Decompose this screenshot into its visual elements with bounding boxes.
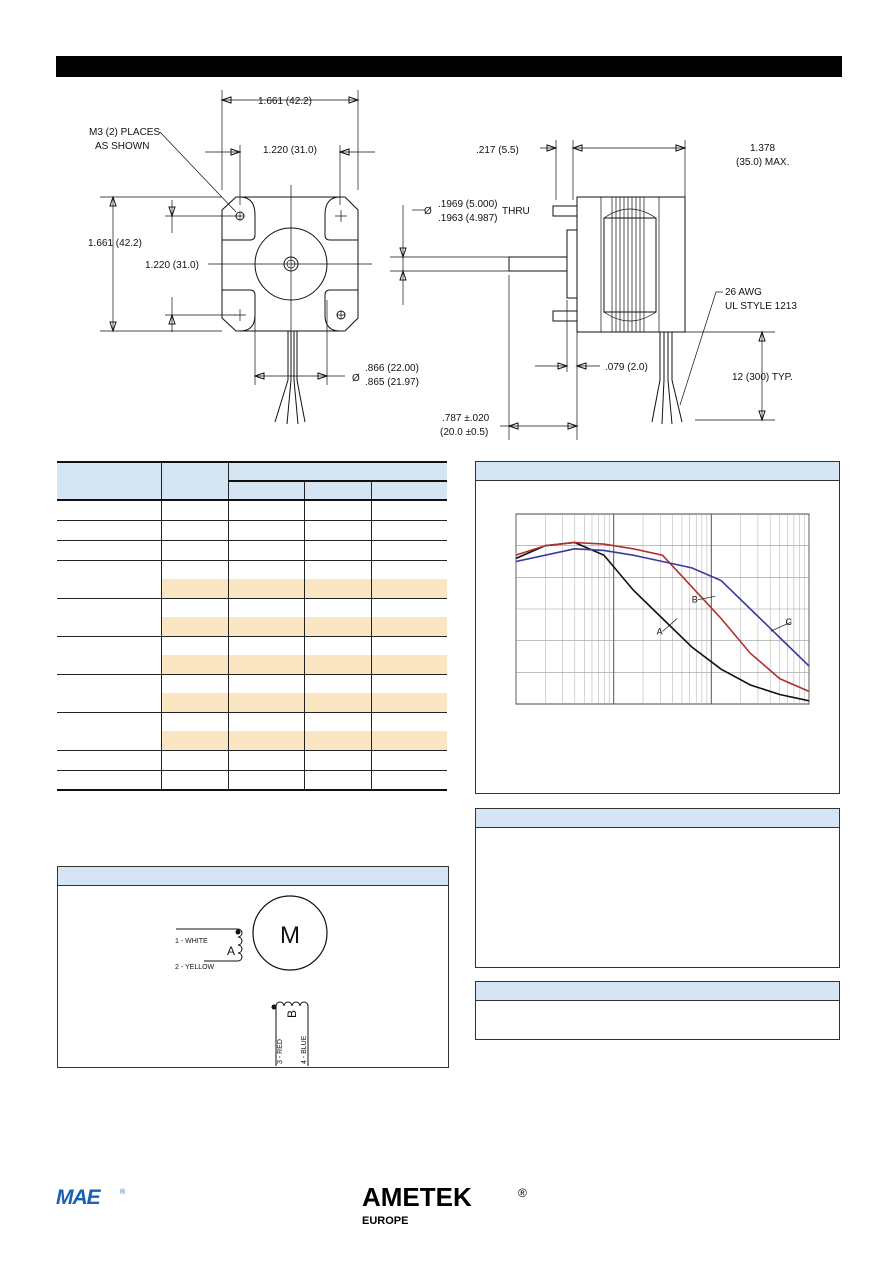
- spec-row: [57, 636, 447, 675]
- wire-2-label: 2 - YELLOW: [175, 964, 215, 971]
- chart-series-line-b: [515, 541, 810, 693]
- torque-chart-panel: A B C: [475, 461, 840, 794]
- info-panel-small: [475, 981, 840, 1040]
- spec-row: [57, 750, 448, 771]
- spec-row: [57, 770, 448, 791]
- info-panel: [475, 808, 840, 968]
- spec-row: [57, 500, 448, 521]
- chart-label-leader: [697, 595, 716, 601]
- motor-drawing: 1.661 (42.2) 1.220 (31.0) M3 (2) PLACES …: [88, 90, 797, 440]
- motor-symbol: [252, 895, 328, 971]
- ametek-logo: AMETEK ® EUROPE: [362, 1182, 527, 1226]
- chart-panel-header: [476, 462, 839, 481]
- dim-shaft-dia-min: .1963 (4.987): [438, 213, 498, 224]
- wiring-panel-header: [58, 867, 448, 886]
- info-panel-small-header: [476, 982, 839, 1001]
- motor-letter: M: [280, 922, 300, 949]
- header-bar: [56, 56, 842, 77]
- dim-shaft-dia-max: .1969 (5.000): [438, 199, 498, 210]
- note-mounting-line1: M3 (2) PLACES: [89, 127, 160, 138]
- chart-series-label-c: C: [786, 617, 793, 627]
- dim-lead-length: 12 (300) TYP.: [732, 372, 793, 383]
- note-lead-gauge-line1: 26 AWG: [725, 287, 762, 298]
- dim-pilot-depth: .079 (2.0): [605, 362, 648, 373]
- dim-front-height-overall: 1.661 (42.2): [88, 238, 142, 249]
- dim-pilot-dia-max: .866 (22.00): [365, 363, 419, 374]
- mae-logo-text: MAE: [56, 1186, 102, 1206]
- dim-front-width-overall: 1.661 (42.2): [258, 96, 312, 107]
- spec-row: [57, 560, 447, 599]
- torque-speed-chart: A B C: [515, 513, 810, 705]
- spec-header-row: [57, 462, 448, 501]
- mae-logo: MAE ®: [56, 1186, 126, 1206]
- wire-3-label: 3 - RED: [277, 1039, 284, 1064]
- ametek-logo-text: AMETEK: [362, 1182, 472, 1212]
- dim-front-width-bolt: 1.220 (31.0): [263, 145, 317, 156]
- info-panel-header: [476, 809, 839, 828]
- coil-b-label: B: [285, 1010, 299, 1018]
- note-mounting-line2: AS SHOWN: [95, 141, 149, 152]
- side-view: [390, 140, 775, 440]
- wire-1-label: 1 - WHITE: [175, 938, 208, 945]
- coil-a: [176, 928, 243, 962]
- dim-pilot-dia-min: .865 (21.97): [365, 377, 419, 388]
- coil-a-dot: [235, 929, 241, 935]
- front-view: [100, 90, 375, 425]
- ametek-logo-sub: EUROPE: [362, 1215, 408, 1226]
- dim-shaft-length-line1: .787 ±.020: [442, 413, 490, 424]
- dim-body-length-line2: (35.0) MAX.: [736, 157, 789, 168]
- dim-pilot-dia-symbol: Ø: [352, 373, 360, 384]
- mae-logo-reg: ®: [120, 1188, 126, 1196]
- chart-series-label-b: B: [692, 595, 698, 605]
- chart-series-line-c: [515, 548, 810, 667]
- dim-body-length-line1: 1.378: [750, 143, 775, 154]
- dim-front-height-bolt: 1.220 (31.0): [145, 260, 199, 271]
- spec-row: [57, 674, 447, 713]
- chart-series-line-a: [515, 541, 810, 702]
- coil-b-dot: [271, 1004, 277, 1010]
- wiring-diagram: M A 1 - WHITE 2 - YELLOW B 3 - RED 4 - B…: [175, 895, 328, 1066]
- coil-a-label: A: [227, 944, 235, 958]
- spec-row: [57, 712, 447, 751]
- chart-label-leader: [662, 618, 678, 632]
- ametek-logo-reg: ®: [518, 1186, 527, 1200]
- spec-row: [57, 540, 448, 561]
- dim-flange-thickness: .217 (5.5): [476, 145, 519, 156]
- spec-table: [57, 461, 448, 797]
- wire-4-label: 4 - BLUE: [301, 1035, 308, 1064]
- spec-row: [57, 598, 447, 637]
- dim-shaft-dia-symbol: Ø: [424, 206, 432, 217]
- spec-row: [57, 520, 448, 541]
- chart-series-label-a: A: [657, 626, 663, 636]
- dim-shaft-thru: THRU: [502, 206, 530, 217]
- note-lead-gauge-line2: UL STYLE 1213: [725, 301, 797, 312]
- wiring-panel: M A 1 - WHITE 2 - YELLOW B 3 - RED 4 - B…: [57, 866, 449, 1068]
- spec-grid: [57, 461, 448, 791]
- dim-shaft-length-line2: (20.0 ±0.5): [440, 427, 488, 438]
- coil-b: [275, 1001, 309, 1066]
- chart-label-leader: [770, 621, 792, 632]
